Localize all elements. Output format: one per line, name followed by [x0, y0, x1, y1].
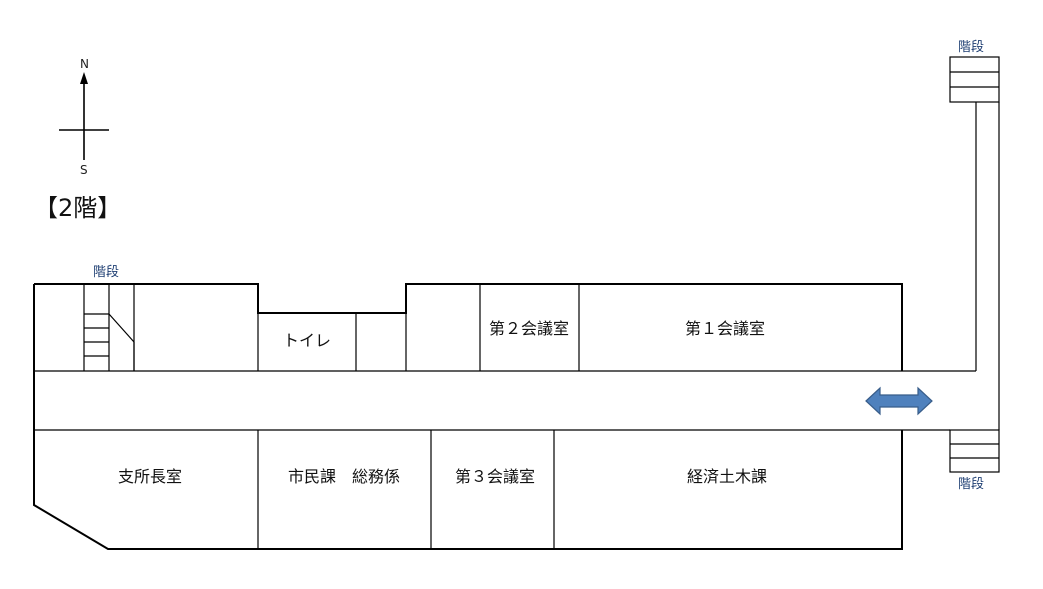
room-meeting-2: 第２会議室 [489, 319, 569, 338]
stairs-top-right [949, 56, 1000, 103]
compass-north-label: N [80, 57, 89, 71]
room-toilet: トイレ [283, 331, 331, 350]
room-meeting-1: 第１会議室 [685, 319, 765, 338]
stairs-left-label: 階段 [93, 265, 119, 280]
room-meeting-3: 第３会議室 [455, 467, 535, 486]
floor-title: 【2階】 [34, 194, 121, 222]
stairs-bottom-right [949, 429, 1000, 473]
double-arrow-icon [865, 386, 933, 416]
room-citizens-general: 市民課 総務係 [288, 467, 400, 486]
compass-icon: N S [59, 57, 109, 177]
room-branch-chief: 支所長室 [118, 467, 182, 486]
room-economy-civil: 経済土木課 [687, 467, 767, 486]
stairs-bottom-right-label: 階段 [958, 477, 984, 492]
stairs-top-right-label: 階段 [958, 40, 984, 55]
interior-walls [34, 284, 976, 549]
compass-south-label: S [80, 163, 88, 177]
exterior-passage [975, 102, 1000, 430]
building-outline [33, 283, 903, 550]
stairs-left [83, 284, 135, 371]
